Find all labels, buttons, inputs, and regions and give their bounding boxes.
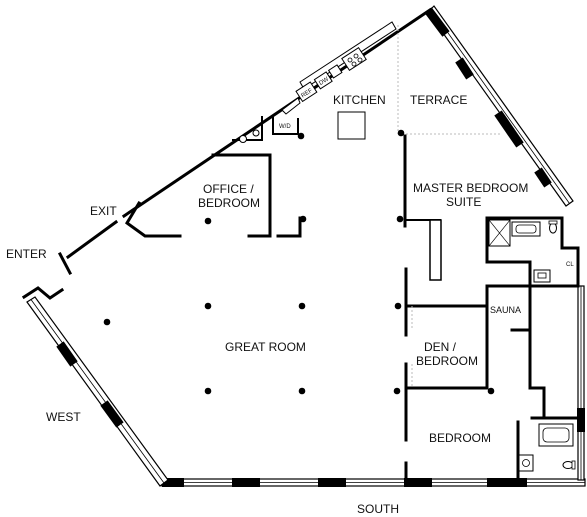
kitchen-island (337, 111, 366, 140)
northeast-wall-piers (424, 7, 552, 188)
office-label-line1: OFFICE / (203, 182, 254, 196)
second-bath-fixtures (518, 423, 576, 472)
closet-label: CL (566, 262, 574, 268)
dw-label: DW (318, 76, 330, 87)
den-label-line2: BEDROOM (416, 354, 478, 368)
west-label: WEST (46, 410, 81, 424)
great-room-label: GREAT ROOM (225, 340, 306, 354)
room-labels: KITCHEN TERRACE OFFICE / BEDROOM MASTER … (198, 93, 528, 445)
exit-label: EXIT (90, 204, 117, 218)
second-vanity (518, 454, 534, 472)
dishwasher (313, 71, 333, 90)
kitchen-label: KITCHEN (333, 93, 386, 107)
sauna-label: SAUNA (490, 305, 521, 315)
den-label-line1: DEN / (424, 340, 457, 354)
exterior-walls (21, 5, 586, 487)
master-label-line1: MASTER BEDROOM (413, 181, 528, 195)
kitchen-sink (327, 64, 343, 79)
bedroom-label: BEDROOM (429, 431, 491, 445)
west-wall-piers (56, 341, 124, 428)
markers: EXIT ENTER WEST SOUTH (6, 204, 399, 516)
northwest-wall (65, 219, 119, 260)
laundry-closet: W/D (272, 117, 299, 135)
ref-label: REF (300, 88, 314, 100)
master-label-line2: SUITE (446, 195, 481, 209)
office-label-line2: BEDROOM (198, 196, 260, 210)
second-toilet (562, 461, 574, 469)
master-toilet (549, 222, 557, 234)
columns (103, 129, 495, 395)
master-bath-fixtures: CL (488, 219, 574, 283)
master-vanity (533, 269, 551, 283)
entry-wall (21, 286, 65, 300)
south-wall-piers (162, 478, 527, 487)
south-label: SOUTH (357, 502, 399, 516)
cooktop (341, 46, 367, 72)
second-tub (538, 423, 574, 447)
refrigerator (295, 81, 318, 103)
interior-walls (125, 134, 580, 482)
terrace-outline (397, 25, 500, 135)
terrace-label: TERRACE (410, 93, 467, 107)
powder-room (232, 116, 263, 143)
wd-label: W/D (279, 124, 291, 130)
enter-label: ENTER (6, 247, 47, 261)
master-tub (511, 221, 541, 237)
kitchen-counter: REF DW (281, 21, 397, 115)
